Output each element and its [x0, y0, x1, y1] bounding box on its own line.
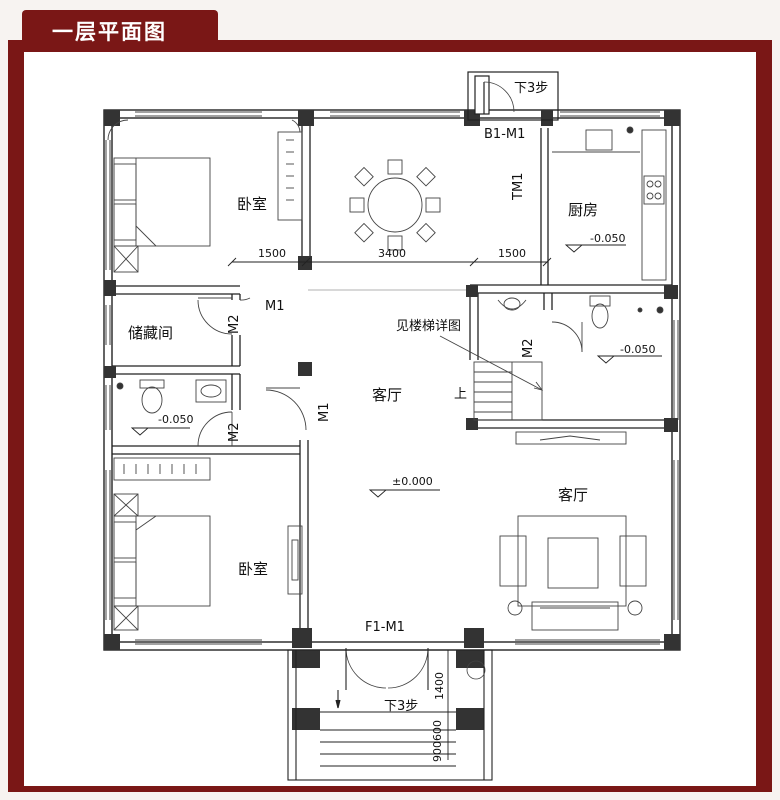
door-label-tm1: TM1: [511, 172, 526, 200]
level-markers: [130, 244, 662, 498]
door-label-m2-storage: M2: [227, 314, 242, 335]
m1-doors: [239, 297, 307, 431]
bed-top: [107, 119, 301, 273]
dimension-3: 1500: [498, 247, 526, 260]
wardrobe-bottom: [113, 457, 211, 481]
door-label-m1-mid: M1: [317, 402, 332, 423]
door-label-b1-m1: B1-M1: [484, 127, 526, 142]
dimension-1: 1500: [258, 247, 286, 260]
storage-door: [197, 297, 233, 335]
dimension-line: [227, 257, 552, 760]
dimension-5: 900600: [431, 720, 444, 762]
wardrobe: [277, 131, 303, 221]
title-tab: [22, 10, 218, 50]
windows: [105, 111, 679, 645]
paper: [24, 52, 756, 786]
room-label-living-right: 客厅: [558, 486, 589, 504]
kitchen-fixtures: [552, 126, 667, 281]
stair-up-label: 上: [454, 387, 468, 402]
steps-label-bottom: 下3步: [384, 699, 419, 714]
bath-left-fixtures: [116, 379, 233, 447]
rear-porch: [467, 71, 559, 121]
room-label-living-center: 客厅: [372, 386, 403, 404]
level-floor: ±0.000: [392, 475, 433, 488]
dimension-2: 3400: [378, 247, 406, 260]
stair-reference-note: 见楼梯详图: [396, 319, 462, 334]
columns: [104, 110, 680, 730]
door-label-m1-top: M1: [265, 299, 285, 314]
living-furniture: [499, 431, 647, 631]
stair: [439, 335, 544, 421]
door-label-f1-m1: F1-M1: [365, 620, 405, 635]
dining-table: [349, 159, 441, 251]
door-label-m2-bath-left: M2: [227, 422, 242, 443]
room-label-bedroom-top: 卧室: [237, 195, 268, 213]
door-label-m2-bath-right: M2: [521, 338, 536, 359]
room-label-bedroom-bottom: 卧室: [238, 560, 269, 578]
level-kitchen: -0.050: [590, 232, 626, 245]
steps-label-top: 下3步: [514, 81, 549, 96]
level-bath-left: -0.050: [158, 413, 194, 426]
room-label-kitchen: 厨房: [568, 201, 599, 219]
front-porch: [287, 647, 493, 781]
bath-right-fixtures: [497, 295, 664, 353]
page-title: 一层平面图: [52, 20, 167, 44]
level-bath-right: -0.050: [620, 343, 656, 356]
bed-bottom: [113, 493, 303, 631]
room-label-storage: 储藏间: [128, 324, 174, 342]
dimension-4: 1400: [433, 672, 446, 700]
